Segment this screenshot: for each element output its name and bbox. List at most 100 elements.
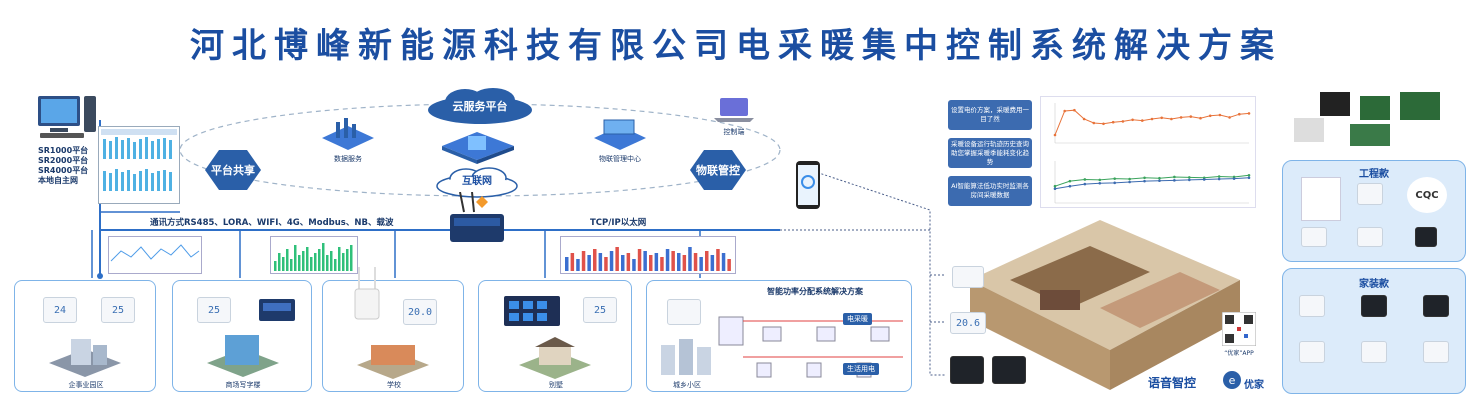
bar	[598, 253, 603, 271]
data-point	[1247, 173, 1251, 177]
building-icon	[49, 339, 121, 377]
site-label: 别墅	[549, 381, 563, 389]
engineering-title: 工程款	[1359, 169, 1389, 180]
data-point	[1150, 117, 1154, 121]
bar	[682, 255, 687, 271]
data-point	[1158, 179, 1161, 183]
bar	[350, 245, 353, 271]
home-brand: 优家	[1244, 380, 1264, 391]
site-label: 城乡小区	[673, 381, 701, 389]
data-point	[1113, 177, 1116, 180]
iot-center-icon	[594, 119, 646, 150]
thermostat-display	[952, 266, 984, 288]
data-point	[1098, 181, 1102, 185]
thermostat-display	[1361, 341, 1387, 363]
thermostat-display: 20.6	[950, 312, 986, 334]
living-electric-tag: 生活用电	[843, 363, 879, 375]
home-panel: 家装款	[1282, 268, 1466, 394]
site-card-office: 25 商场写字楼	[172, 280, 312, 392]
mini-bar-chart-green	[270, 236, 358, 274]
bar	[693, 253, 698, 271]
data-point	[1179, 116, 1183, 119]
data-point	[1128, 180, 1131, 184]
bar	[677, 253, 681, 271]
data-point	[1121, 120, 1125, 123]
building-icon	[357, 345, 429, 379]
thermostat-display	[1357, 227, 1383, 247]
voice-control-brand: 语音智控	[1148, 376, 1197, 390]
monitor-screenshot	[98, 126, 180, 204]
data-point	[1143, 179, 1146, 183]
platform-item: SR2000平台	[38, 156, 89, 165]
cqc-cert-badge: CQC	[1407, 177, 1447, 213]
data-point	[1247, 176, 1251, 180]
thermostat-display	[667, 299, 701, 325]
bar	[342, 253, 345, 271]
bar	[565, 257, 569, 271]
site-label: 商场写字楼	[225, 381, 261, 389]
data-service-icon	[322, 118, 374, 150]
engineering-panel: 工程款 CQC	[1282, 160, 1466, 262]
building-icon	[661, 339, 711, 375]
data-point	[1102, 122, 1105, 126]
bar	[593, 249, 597, 271]
data-point	[1141, 119, 1144, 122]
bar	[621, 255, 625, 271]
platform-item: SR1000平台	[38, 146, 89, 155]
thermostat-display-dark	[1423, 295, 1449, 317]
bar	[699, 257, 703, 271]
data-point	[1188, 176, 1191, 179]
bar	[318, 249, 321, 271]
bar	[286, 249, 289, 271]
bar	[716, 249, 720, 271]
smart-power-title: 智能功率分配系统解决方案	[767, 287, 863, 296]
data-point	[1228, 116, 1231, 119]
bar	[274, 261, 277, 271]
bar	[290, 259, 293, 271]
data-point	[1208, 114, 1212, 118]
bar	[310, 257, 313, 271]
bar	[615, 247, 619, 271]
bar	[570, 253, 575, 271]
phone-icon	[796, 161, 820, 209]
certificate-doc	[1301, 177, 1341, 221]
data-point	[1092, 121, 1096, 125]
data-point	[1160, 116, 1163, 120]
data-point	[1189, 115, 1193, 118]
data-point	[1068, 184, 1072, 188]
bar	[626, 253, 631, 271]
cloud-label: 云服务平台	[452, 100, 508, 113]
data-point	[1053, 133, 1057, 137]
chart-panel	[1040, 96, 1256, 208]
bar	[705, 251, 709, 271]
trend-line-chart	[1053, 161, 1251, 204]
internet-cloud-icon	[436, 167, 518, 198]
house-3d-illustration	[970, 220, 1240, 390]
data-point	[1053, 184, 1057, 188]
bar	[710, 255, 715, 271]
data-point	[1111, 120, 1115, 124]
building-icon	[207, 335, 279, 377]
heating-electric-tag: 电采暖	[843, 313, 872, 325]
bar	[654, 253, 659, 271]
router-icon	[354, 267, 380, 320]
server-platform-icon	[442, 132, 514, 164]
bar	[688, 247, 692, 271]
data-point	[1170, 117, 1173, 121]
site-label: 学校	[387, 381, 401, 389]
data-service-label: 数据服务	[334, 155, 362, 163]
thermostat-display-dark	[950, 356, 984, 384]
thermostat-display: 25	[101, 297, 135, 323]
bar	[721, 253, 726, 271]
mini-line-chart	[108, 236, 202, 274]
data-point	[1218, 113, 1222, 117]
thermostat-display: 25	[197, 297, 231, 323]
thermostat-display: 24	[43, 297, 77, 323]
data-point	[1143, 176, 1146, 180]
thermostat-display	[1301, 227, 1327, 247]
data-point	[1083, 178, 1087, 181]
home-logo-icon: e	[1223, 371, 1241, 389]
bar	[302, 251, 305, 271]
site-label: 企事业园区	[68, 381, 104, 389]
site-card-school: 20.0 学校	[322, 267, 464, 392]
